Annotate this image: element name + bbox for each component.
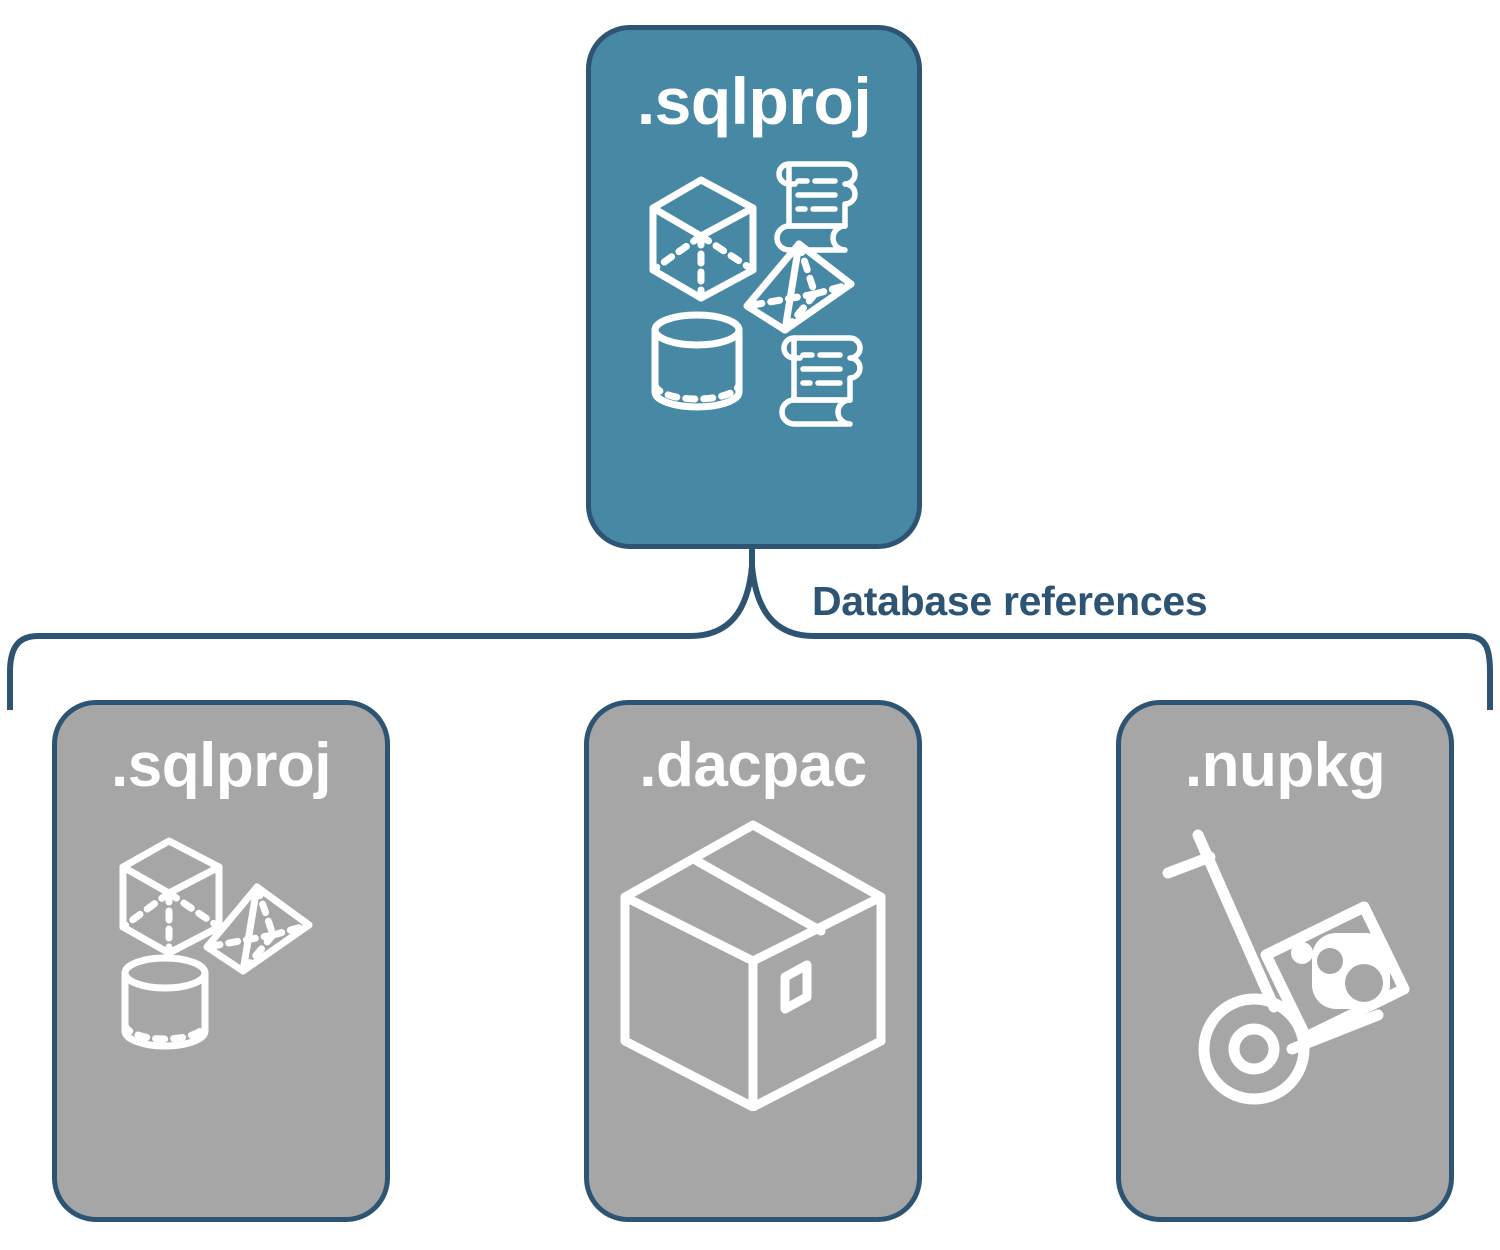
- nupkg-icon-group: [1150, 797, 1420, 1116]
- node-card-root-sqlproj[interactable]: .sqlproj: [586, 25, 922, 549]
- node-card-ref-nupkg[interactable]: .nupkg: [1116, 700, 1454, 1222]
- hand-truck-nuget-icon: [1162, 829, 1410, 1105]
- cylinder-icon: [121, 954, 209, 1050]
- brace-label: Database references: [812, 578, 1208, 624]
- card-title: .sqlproj: [636, 64, 872, 138]
- database-references-brace: [7, 545, 1493, 710]
- root-icon-group: [639, 152, 869, 437]
- node-card-ref-dacpac[interactable]: .dacpac: [584, 700, 922, 1222]
- card-title: .nupkg: [1184, 731, 1386, 800]
- scroll-icon: [779, 335, 863, 427]
- dacpac-icon-group: [613, 797, 893, 1116]
- cylinder-icon: [651, 311, 743, 411]
- card-title: .dacpac: [639, 731, 867, 800]
- cube-icon: [649, 176, 757, 302]
- pyramid-icon: [743, 240, 855, 334]
- nuget-logo-cutouts-icon: [1317, 948, 1383, 1002]
- scroll-icon: [774, 161, 858, 253]
- sqlproj-ref-icon-group: [111, 797, 331, 1060]
- node-card-ref-sqlproj[interactable]: .sqlproj: [52, 700, 390, 1222]
- card-title: .sqlproj: [111, 731, 331, 800]
- pyramid-icon: [203, 883, 313, 975]
- cube-icon: [119, 837, 223, 957]
- package-box-icon: [620, 820, 886, 1112]
